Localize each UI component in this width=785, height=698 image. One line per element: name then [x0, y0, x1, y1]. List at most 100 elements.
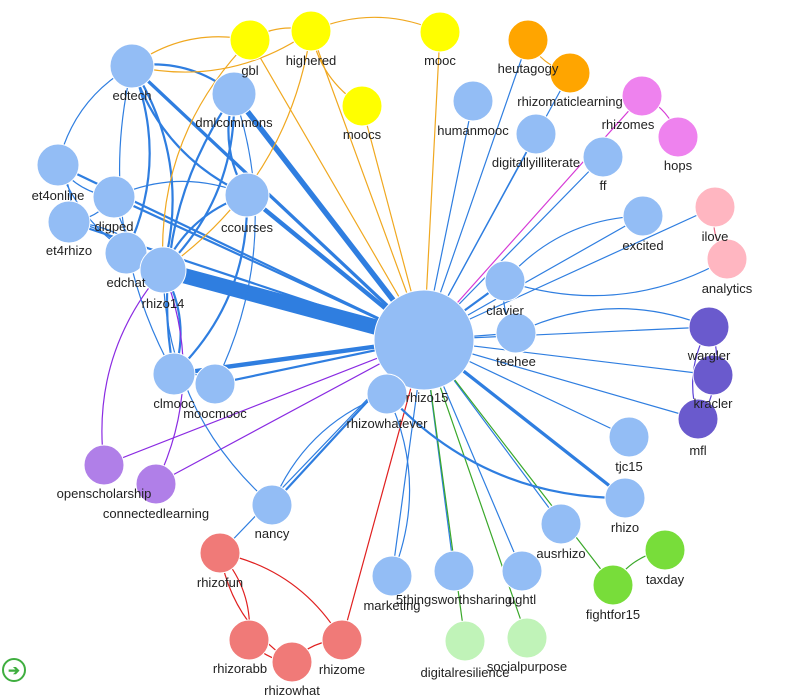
node-label-et4online: et4online [32, 188, 85, 203]
node-ughtl[interactable] [501, 550, 543, 592]
node-label-clmooc: clmooc [153, 396, 195, 411]
node-fightfor15[interactable] [592, 564, 634, 606]
node-rhizome[interactable] [321, 619, 363, 661]
node-tjc15[interactable] [608, 416, 650, 458]
node-taxday[interactable] [644, 529, 686, 571]
node-label-rhizowhatever: rhizowhatever [347, 416, 429, 431]
node-digitalresilience[interactable] [444, 620, 486, 662]
node-heutagogy[interactable] [507, 19, 549, 61]
node-label-kracler: kracler [693, 396, 733, 411]
edge-edtech-edchat [124, 64, 151, 255]
edge-dmlcommons-clmooc [165, 92, 236, 376]
node-clavier[interactable] [484, 260, 526, 302]
edge-ccourses-clmooc [172, 193, 249, 376]
node-label-humanmooc: humanmooc [437, 123, 509, 138]
node-label-rhizo14: rhizo14 [142, 296, 185, 311]
edge-edtech-clmooc [118, 65, 175, 375]
node-hops[interactable] [657, 116, 699, 158]
node-label-digitalresilience: digitalresilience [421, 665, 510, 680]
node-layer [36, 10, 748, 683]
node-digped[interactable] [92, 175, 136, 219]
node-label-rhizomes: rhizomes [602, 117, 655, 132]
node-rhizomes[interactable] [621, 75, 663, 117]
node-label-rhizome: rhizome [319, 662, 365, 677]
node-label-clavier: clavier [486, 303, 524, 318]
node-label-wargler: wargler [687, 348, 731, 363]
node-rhizo14[interactable] [139, 246, 187, 294]
node-kracler[interactable] [692, 354, 734, 396]
node-label-dmlcommons: dmlcommons [195, 115, 273, 130]
node-label-nancy: nancy [255, 526, 290, 541]
node-mooc[interactable] [419, 11, 461, 53]
edge-edtech-rhizo14 [130, 64, 174, 272]
node-label-ff: ff [600, 178, 607, 193]
node-ccourses[interactable] [224, 172, 270, 218]
node-rhizowhat[interactable] [271, 641, 313, 683]
node-label-5thingsworthsharing: 5thingsworthsharing [396, 592, 512, 607]
navigate-arrow-icon[interactable]: ➔ [2, 658, 26, 682]
node-label-ughtl: ughtl [508, 592, 536, 607]
node-ausrhizo[interactable] [540, 503, 582, 545]
node-analytics[interactable] [706, 238, 748, 280]
node-label-marketing: marketing [363, 598, 420, 613]
node-gbl[interactable] [229, 19, 271, 61]
node-rhizo[interactable] [604, 477, 646, 519]
node-label-rhizofun: rhizofun [197, 575, 243, 590]
node-humanmooc[interactable] [452, 80, 494, 122]
node-label-rhizomaticlearning: rhizomaticlearning [517, 94, 623, 109]
node-et4rhizo[interactable] [47, 200, 91, 244]
node-rhizomaticlearning[interactable] [549, 52, 591, 94]
node-label-fightfor15: fightfor15 [586, 607, 640, 622]
node-moocmooc[interactable] [194, 363, 236, 405]
edge-teehee-wargler [515, 308, 710, 334]
node-ff[interactable] [582, 136, 624, 178]
node-label-mfl: mfl [689, 443, 706, 458]
node-moocs[interactable] [341, 85, 383, 127]
node-label-rhizo: rhizo [611, 520, 639, 535]
edge-rhizo15-edtech [130, 64, 426, 342]
node-digitallyilliterate[interactable] [515, 113, 557, 155]
node-label-edtech: edtech [112, 88, 151, 103]
edge-rhizo14-openscholarship [101, 269, 164, 466]
node-clmooc[interactable] [152, 352, 196, 396]
node-label-ilove: ilove [702, 229, 729, 244]
node-connectedlearning[interactable] [135, 463, 177, 505]
node-label-hops: hops [664, 158, 693, 173]
node-label-rhizowhat: rhizowhat [264, 683, 320, 698]
node-socialpurpose[interactable] [506, 617, 548, 659]
node-label-openscholarship: openscholarship [57, 486, 152, 501]
node-rhizowhatever[interactable] [366, 373, 408, 415]
node-label-analytics: analytics [702, 281, 753, 296]
node-highered[interactable] [290, 10, 332, 52]
node-label-ccourses: ccourses [221, 220, 274, 235]
node-ilove[interactable] [694, 186, 736, 228]
node-label-rhizo15: rhizo15 [406, 390, 449, 405]
node-et4online[interactable] [36, 143, 80, 187]
node-wargler[interactable] [688, 306, 730, 348]
node-edtech[interactable] [109, 43, 155, 89]
node-dmlcommons[interactable] [211, 71, 257, 117]
edge-gbl-rhizo14 [161, 39, 251, 271]
node-rhizo15[interactable] [373, 289, 475, 391]
node-label-mooc: mooc [424, 53, 456, 68]
node-label-digitallyilliterate: digitallyilliterate [492, 155, 580, 170]
edge-highered-rhizo14 [162, 30, 312, 271]
node-label-highered: highered [286, 53, 337, 68]
node-label-excited: excited [622, 238, 663, 253]
node-rhizorabbit[interactable] [228, 619, 270, 661]
node-label-socialpurpose: socialpurpose [487, 659, 567, 674]
node-nancy[interactable] [251, 484, 293, 526]
node-teehee[interactable] [495, 312, 537, 354]
node-excited[interactable] [622, 195, 664, 237]
node-marketing[interactable] [371, 555, 413, 597]
node-label-digped: digped [94, 219, 133, 234]
node-label-et4rhizo: et4rhizo [46, 243, 92, 258]
edge-clavier-analytics [504, 258, 728, 297]
node-rhizofun[interactable] [199, 532, 241, 574]
node-mfl[interactable] [677, 398, 719, 440]
node-label-gbl: gbl [241, 63, 258, 78]
node-openscholarship[interactable] [83, 444, 125, 486]
edge-dmlcommons-rhizo14 [161, 92, 236, 272]
node-label-edchat: edchat [106, 275, 145, 290]
node-5thingsworthsharing[interactable] [433, 550, 475, 592]
